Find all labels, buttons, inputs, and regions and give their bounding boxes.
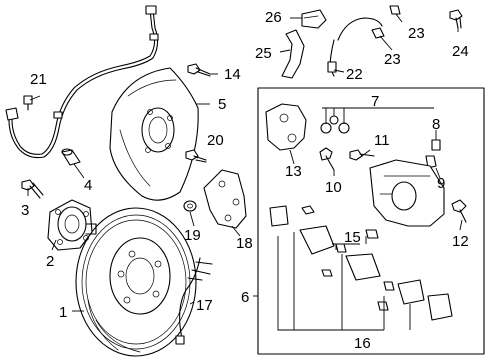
nut-icon	[183, 200, 197, 212]
brake-rotor-icon	[75, 207, 197, 357]
callout-26: 26	[265, 9, 282, 26]
callout-7: 7	[371, 93, 379, 110]
callout-22: 22	[346, 66, 363, 83]
callout-9: 9	[437, 175, 445, 192]
seal-icon	[320, 115, 350, 134]
callout-8: 8	[432, 116, 440, 133]
callout-20: 20	[207, 132, 224, 149]
callout-labels: 1 2 3 4 5 6 7 8 9 10 11 12 13 14 15 16 1…	[21, 9, 469, 352]
callout-2: 2	[46, 253, 54, 270]
caliper-bracket-icon	[265, 103, 307, 151]
clip-icon	[371, 5, 401, 39]
brake-hose-bracket-icon	[281, 29, 305, 79]
callout-4: 4	[84, 177, 92, 194]
callout-15: 15	[344, 229, 361, 246]
callout-24: 24	[452, 43, 469, 60]
dust-shield-icon	[109, 67, 199, 201]
bolt-icon	[449, 9, 463, 29]
callout-23b: 23	[384, 51, 401, 68]
bolt-icon	[319, 147, 335, 171]
callout-13: 13	[285, 163, 302, 180]
bolt-icon	[451, 199, 467, 223]
callout-19: 19	[184, 227, 201, 244]
brake-pad-icon	[269, 205, 453, 321]
callout-18: 18	[236, 235, 253, 252]
callout-16: 16	[354, 335, 371, 352]
hose-bracket-icon	[301, 9, 327, 29]
callout-11: 11	[374, 132, 390, 149]
callout-21: 21	[30, 71, 47, 88]
callout-10: 10	[325, 179, 342, 196]
callout-25: 25	[255, 45, 272, 62]
bolt-icon	[21, 179, 44, 199]
bolt-icon	[349, 149, 375, 161]
callout-3: 3	[21, 202, 29, 219]
bolt-icon	[187, 63, 211, 77]
brake-hose-icon	[327, 17, 383, 77]
caliper-bracket-icon	[203, 169, 247, 229]
callout-12: 12	[452, 233, 469, 250]
wear-sensor-icon	[175, 257, 213, 345]
bushing-icon	[61, 148, 81, 166]
callout-17: 17	[196, 297, 213, 314]
callout-5: 5	[218, 96, 226, 113]
leader-lines	[27, 13, 463, 331]
callout-6: 6	[241, 289, 249, 306]
wheel-speed-sensor-icon	[5, 5, 159, 159]
bleeder-cap-icon	[425, 155, 437, 169]
callout-1: 1	[59, 304, 67, 321]
wheel-hub-icon	[47, 199, 97, 251]
brake-caliper-icon	[369, 159, 445, 227]
callout-14: 14	[224, 66, 241, 83]
bleeder-screw-icon	[431, 139, 441, 151]
callout-23a: 23	[408, 25, 425, 42]
